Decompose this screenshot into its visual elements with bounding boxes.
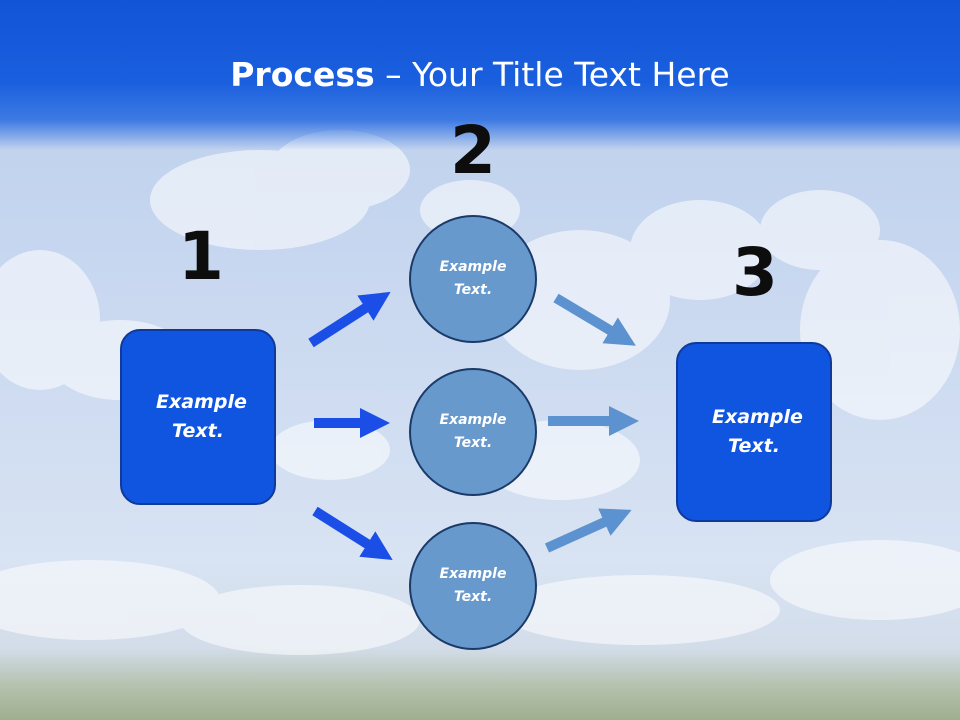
step-number-3: 3 [732, 234, 778, 311]
arrow-bottom-to-end [544, 508, 632, 553]
mid-bottom-circle[interactable]: Example Text. [409, 522, 537, 650]
arrow-start-to-bottom [312, 506, 393, 561]
title-bold: Process [230, 55, 375, 94]
arrow-start-to-top [308, 291, 391, 348]
arrow-top-to-end [553, 293, 636, 346]
end-box-label: Example Text. [712, 406, 803, 457]
end-box[interactable]: Example Text. [676, 342, 832, 522]
mid-center-circle[interactable]: Example Text. [409, 368, 537, 496]
step-number-1: 1 [178, 218, 224, 295]
mid-center-label: Example Text. [439, 412, 507, 451]
title-band [0, 0, 960, 150]
mid-top-label: Example Text. [439, 259, 507, 298]
title-rest: – Your Title Text Here [374, 55, 730, 94]
mid-top-circle[interactable]: Example Text. [409, 215, 537, 343]
slide-title: Process – Your Title Text Here [0, 52, 960, 98]
step-number-2: 2 [450, 112, 496, 189]
mid-bottom-label: Example Text. [439, 566, 507, 605]
start-box[interactable]: Example Text. [120, 329, 276, 505]
start-box-label: Example Text. [156, 391, 247, 442]
